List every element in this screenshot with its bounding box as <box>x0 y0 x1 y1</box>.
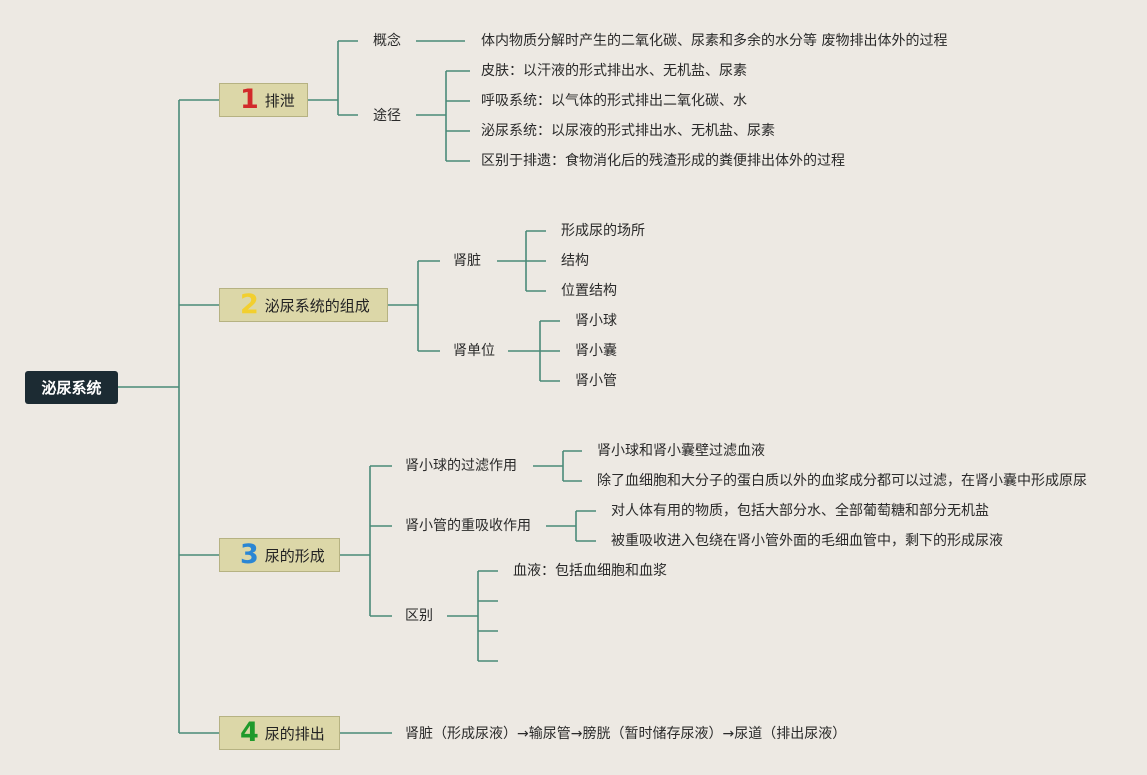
topic-urine-formation[interactable]: 3 尿的形成 <box>219 538 340 572</box>
leaf-pathway-egestion[interactable]: 区别于排遗：食物消化后的残渣形成的粪便排出体外的过程 <box>481 153 845 169</box>
leaf-pathway-respiratory[interactable]: 呼吸系统：以气体的形式排出二氧化碳、水 <box>481 93 747 109</box>
leaf-reabsorption-1[interactable]: 对人体有用的物质，包括大部分水、全部葡萄糖和部分无机盐 <box>611 503 989 519</box>
branch-kidney[interactable]: 肾脏 <box>453 253 481 269</box>
leaf-urine-pathway[interactable]: 肾脏（形成尿液）→输尿管→膀胱（暂时储存尿液）→尿道（排出尿液） <box>405 726 847 742</box>
topic-label: 尿的排出 <box>264 724 325 743</box>
leaf-kidney-location[interactable]: 位置结构 <box>561 283 617 299</box>
branch-pathway[interactable]: 途径 <box>373 108 401 124</box>
leaf-bowman-capsule[interactable]: 肾小囊 <box>575 343 617 359</box>
leaf-pathway-urinary[interactable]: 泌尿系统：以尿液的形式排出水、无机盐、尿素 <box>481 123 775 139</box>
branch-nephron[interactable]: 肾单位 <box>453 343 495 359</box>
topic-number-2: 2 <box>240 289 259 320</box>
branch-reabsorption[interactable]: 肾小管的重吸收作用 <box>405 518 531 534</box>
leaf-pathway-skin[interactable]: 皮肤：以汗液的形式排出水、无机盐、尿素 <box>481 63 747 79</box>
leaf-concept-definition[interactable]: 体内物质分解时产生的二氧化碳、尿素和多余的水分等 废物排出体外的过程 <box>481 33 948 49</box>
leaf-kidney-structure[interactable]: 结构 <box>561 253 589 269</box>
branch-difference[interactable]: 区别 <box>405 608 433 624</box>
leaf-difference-blood[interactable]: 血液：包括血细胞和血浆 <box>513 563 667 579</box>
topic-excretion[interactable]: 1 排泄 <box>219 83 308 117</box>
leaf-glomerulus[interactable]: 肾小球 <box>575 313 617 329</box>
topic-urine-excretion[interactable]: 4 尿的排出 <box>219 716 340 750</box>
topic-number-4: 4 <box>240 717 259 748</box>
topic-label: 泌尿系统的组成 <box>264 296 370 315</box>
branch-concept[interactable]: 概念 <box>373 33 401 49</box>
leaf-filtration-2[interactable]: 除了血细胞和大分子的蛋白质以外的血浆成分都可以过滤，在肾小囊中形成原尿 <box>597 473 1087 489</box>
topic-urinary-composition[interactable]: 2 泌尿系统的组成 <box>219 288 388 322</box>
root-node[interactable]: 泌尿系统 <box>25 371 118 404</box>
leaf-reabsorption-2[interactable]: 被重吸收进入包绕在肾小管外面的毛细血管中，剩下的形成尿液 <box>611 533 1003 549</box>
leaf-kidney-site[interactable]: 形成尿的场所 <box>561 223 645 239</box>
leaf-filtration-1[interactable]: 肾小球和肾小囊壁过滤血液 <box>597 443 765 459</box>
leaf-renal-tubule[interactable]: 肾小管 <box>575 373 617 389</box>
topic-label: 排泄 <box>264 91 295 110</box>
topic-number-1: 1 <box>240 84 259 115</box>
branch-filtration[interactable]: 肾小球的过滤作用 <box>405 458 517 474</box>
topic-number-3: 3 <box>240 539 259 570</box>
topic-label: 尿的形成 <box>264 546 325 565</box>
